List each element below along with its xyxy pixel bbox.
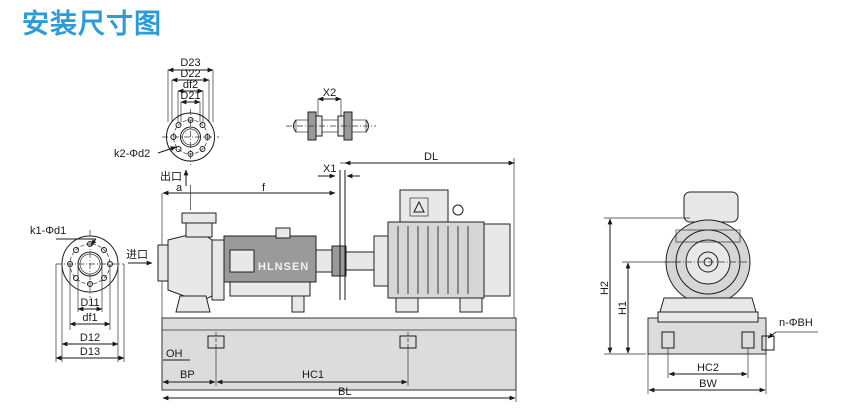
outlet-d21-label: D21 bbox=[180, 90, 200, 102]
dim-h1-label: H1 bbox=[617, 301, 629, 315]
page-title: 安装尺寸图 bbox=[22, 9, 162, 40]
dim-hc2-label: HC2 bbox=[697, 362, 719, 374]
dim-a-label: a bbox=[176, 182, 183, 194]
pump-casing bbox=[167, 231, 213, 303]
outlet-flange-view: D23 D22 df2 D21 k2-Φd2 bbox=[114, 57, 219, 165]
dim-bl-label: BL bbox=[338, 386, 351, 398]
inlet-d11-label: D11 bbox=[80, 297, 99, 309]
dim-f-label: f bbox=[262, 182, 266, 194]
outlet-bolt-hole bbox=[199, 122, 206, 128]
inlet-flange-view: k1-Φd1 D11 df1 D12 D13 bbox=[30, 225, 125, 362]
base-frame bbox=[161, 317, 517, 391]
dim-x1-label: X1 bbox=[323, 163, 336, 175]
outlet-bolt-hole bbox=[199, 146, 206, 152]
end-terminal-box bbox=[683, 191, 739, 223]
coupling-detail: X2 bbox=[286, 87, 376, 141]
dim-bw-label: BW bbox=[699, 378, 717, 390]
dim-oh-label: OH bbox=[166, 348, 183, 360]
motor-body bbox=[387, 221, 485, 299]
inlet-bolt-label: k1-Φd1 bbox=[30, 225, 66, 237]
inlet-d12-label: D12 bbox=[80, 332, 100, 344]
end-view: H2 H1 n-ΦBH HC2 BW bbox=[599, 191, 818, 394]
inlet-bolt-hole bbox=[101, 247, 107, 253]
dim-nbh-label: n-ΦBH bbox=[779, 317, 813, 329]
dim-dl-label: DL bbox=[424, 151, 438, 163]
coupling-x2-label: X2 bbox=[323, 87, 336, 99]
side-view: a f DL X1 出口 进口 HLNSEN bbox=[126, 151, 517, 402]
inlet-df1-label: df1 bbox=[82, 312, 97, 324]
outlet-bolt-hole bbox=[175, 122, 182, 128]
coupling bbox=[331, 245, 347, 277]
outlet-direction-label: 出口 bbox=[160, 169, 182, 183]
bearing-housing bbox=[223, 235, 317, 283]
outlet-df2-label: df2 bbox=[183, 79, 198, 91]
dim-hc1-label: HC1 bbox=[302, 369, 324, 381]
inlet-d13-label: D13 bbox=[80, 346, 100, 358]
inlet-direction-label: 进口 bbox=[126, 248, 148, 261]
terminal-box bbox=[399, 189, 449, 223]
inlet-bolt-hole bbox=[101, 275, 107, 281]
outlet-d23-label: D23 bbox=[180, 57, 200, 69]
outlet-flange-side bbox=[181, 212, 217, 224]
dim-bp-label: BP bbox=[180, 369, 195, 381]
inlet-bolt-hole bbox=[73, 247, 79, 253]
motor-fan-cover bbox=[483, 223, 511, 297]
outlet-d22-label: D22 bbox=[180, 68, 200, 80]
inlet-bolt-hole bbox=[73, 275, 79, 281]
brand-label: HLNSEN bbox=[258, 261, 309, 273]
inlet-flange-side bbox=[157, 244, 169, 282]
outlet-bolt-label: k2-Φd2 bbox=[114, 148, 150, 160]
dim-h2-label: H2 bbox=[599, 281, 611, 295]
